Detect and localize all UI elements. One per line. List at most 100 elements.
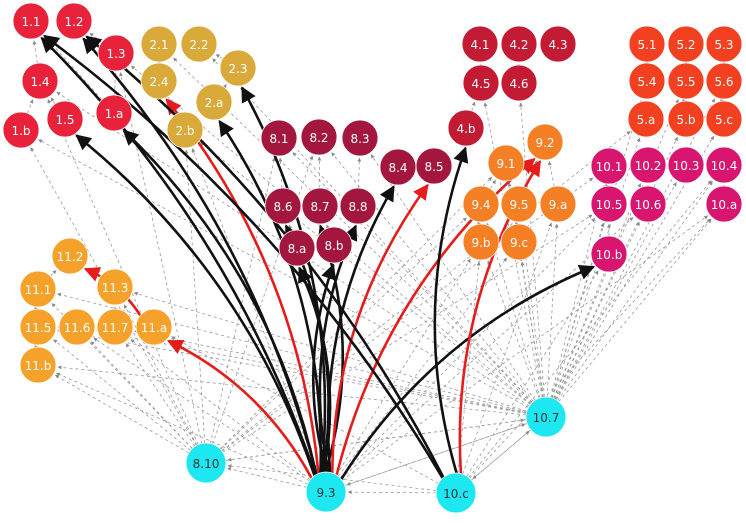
node-5-4[interactable]: 5.4 bbox=[628, 62, 666, 100]
node-5-c[interactable]: 5.c bbox=[705, 100, 743, 138]
edge-1-5-to-1-4 bbox=[50, 97, 56, 105]
node-5-a[interactable]: 5.a bbox=[627, 100, 665, 138]
node-1-1[interactable]: 1.1 bbox=[12, 2, 50, 40]
node-4-3[interactable]: 4.3 bbox=[539, 25, 577, 63]
node-9-4[interactable]: 9.4 bbox=[462, 185, 500, 223]
node-circle-11-1 bbox=[19, 270, 57, 308]
node-circle-10-b bbox=[590, 235, 628, 273]
node-8-10[interactable]: 8.10 bbox=[185, 442, 227, 484]
node-8-a[interactable]: 8.a bbox=[278, 229, 316, 267]
node-2-a[interactable]: 2.a bbox=[195, 83, 233, 121]
node-5-2[interactable]: 5.2 bbox=[667, 25, 705, 63]
node-circle-2-b bbox=[166, 111, 204, 149]
edge-10-7-to-5-6 bbox=[555, 98, 715, 400]
node-label-2-2: 2.2 bbox=[189, 38, 208, 52]
node-5-b[interactable]: 5.b bbox=[667, 100, 705, 138]
node-10-b[interactable]: 10.b bbox=[590, 235, 628, 273]
node-11-6[interactable]: 11.6 bbox=[58, 308, 96, 346]
node-4-5[interactable]: 4.5 bbox=[462, 64, 500, 102]
edge-8-10-to-10-5 bbox=[222, 214, 593, 453]
node-8-7[interactable]: 8.7 bbox=[301, 187, 339, 225]
node-4-1[interactable]: 4.1 bbox=[461, 25, 499, 63]
node-label-10-3: 10.3 bbox=[673, 159, 700, 173]
node-2-2[interactable]: 2.2 bbox=[180, 25, 218, 63]
node-5-6[interactable]: 5.6 bbox=[705, 62, 743, 100]
node-9-b[interactable]: 9.b bbox=[462, 223, 500, 261]
node-1-5[interactable]: 1.5 bbox=[46, 100, 84, 138]
node-11-b[interactable]: 11.b bbox=[19, 346, 57, 384]
node-9-2[interactable]: 9.2 bbox=[526, 123, 564, 161]
node-circle-10-3 bbox=[667, 146, 705, 184]
edge-9-3-to-9-b bbox=[336, 258, 471, 476]
node-8-3[interactable]: 8.3 bbox=[341, 119, 379, 157]
node-11-7[interactable]: 11.7 bbox=[96, 308, 134, 346]
edge-10-7-to-11-5 bbox=[57, 329, 527, 414]
node-1-2[interactable]: 1.2 bbox=[55, 2, 93, 40]
node-5-1[interactable]: 5.1 bbox=[628, 25, 666, 63]
node-8-b[interactable]: 8.b bbox=[315, 226, 353, 264]
node-2-3[interactable]: 2.3 bbox=[219, 49, 257, 87]
node-9-a[interactable]: 9.a bbox=[539, 185, 577, 223]
node-label-8-2: 8.2 bbox=[309, 131, 328, 145]
edge-1-a-to-1-1 bbox=[44, 35, 103, 100]
node-label-10-2: 10.2 bbox=[635, 159, 662, 173]
node-10-3[interactable]: 10.3 bbox=[667, 146, 705, 184]
edge-8-b-to-8-7 bbox=[326, 224, 330, 229]
node-10-a[interactable]: 10.a bbox=[705, 185, 743, 223]
edge-9-3-to-8-5 bbox=[330, 183, 429, 474]
node-10-6[interactable]: 10.6 bbox=[629, 185, 667, 223]
node-1-a[interactable]: 1.a bbox=[95, 94, 133, 132]
node-2-b[interactable]: 2.b bbox=[166, 111, 204, 149]
node-10-2[interactable]: 10.2 bbox=[629, 146, 667, 184]
node-1-4[interactable]: 1.4 bbox=[21, 62, 59, 100]
node-1-b[interactable]: 1.b bbox=[2, 111, 40, 149]
edge-10-c-to-10-7 bbox=[471, 430, 530, 481]
node-11-a[interactable]: 11.a bbox=[135, 308, 173, 346]
node-label-10-a: 10.a bbox=[711, 198, 737, 212]
edge-4-b-to-4-5 bbox=[471, 101, 476, 112]
node-2-4[interactable]: 2.4 bbox=[140, 62, 178, 100]
node-9-c[interactable]: 9.c bbox=[500, 223, 538, 261]
edge-8-10-to-10-1 bbox=[221, 177, 594, 452]
node-5-5[interactable]: 5.5 bbox=[667, 62, 705, 100]
node-4-6[interactable]: 4.6 bbox=[500, 64, 538, 102]
node-label-8-8: 8.8 bbox=[348, 200, 367, 214]
node-9-3[interactable]: 9.3 bbox=[305, 471, 347, 513]
node-label-10-c: 10.c bbox=[443, 487, 469, 501]
node-label-2-4: 2.4 bbox=[149, 75, 168, 89]
node-11-2[interactable]: 11.2 bbox=[51, 237, 89, 275]
edge-10-7-to-10-2 bbox=[553, 183, 641, 399]
node-10-c[interactable]: 10.c bbox=[435, 472, 477, 514]
node-8-2[interactable]: 8.2 bbox=[300, 118, 338, 156]
node-circle-2-3 bbox=[219, 49, 257, 87]
node-circle-1-1 bbox=[12, 2, 50, 40]
node-11-3[interactable]: 11.3 bbox=[96, 268, 134, 306]
node-10-4[interactable]: 10.4 bbox=[705, 146, 743, 184]
node-4-2[interactable]: 4.2 bbox=[500, 25, 538, 63]
secondary-edges bbox=[27, 32, 726, 495]
edge-8-10-to-9-4 bbox=[220, 217, 467, 450]
node-10-7[interactable]: 10.7 bbox=[525, 396, 567, 438]
node-5-3[interactable]: 5.3 bbox=[705, 25, 743, 63]
node-circle-4-6 bbox=[500, 64, 538, 102]
node-label-5-a: 5.a bbox=[637, 113, 656, 127]
node-8-5[interactable]: 8.5 bbox=[415, 147, 453, 185]
node-10-1[interactable]: 10.1 bbox=[590, 147, 628, 185]
node-10-5[interactable]: 10.5 bbox=[590, 185, 628, 223]
edge-10-c-to-10-4 bbox=[468, 180, 712, 478]
node-4-b[interactable]: 4.b bbox=[447, 109, 485, 147]
node-8-1[interactable]: 8.1 bbox=[260, 119, 298, 157]
node-label-5-5: 5.5 bbox=[676, 75, 695, 89]
node-8-6[interactable]: 8.6 bbox=[264, 187, 302, 225]
node-9-5[interactable]: 9.5 bbox=[500, 185, 538, 223]
edge-10-7-to-2-b bbox=[200, 142, 531, 405]
node-2-1[interactable]: 2.1 bbox=[140, 25, 178, 63]
node-8-8[interactable]: 8.8 bbox=[339, 187, 377, 225]
node-11-1[interactable]: 11.1 bbox=[19, 270, 57, 308]
edge-10-c-to-11-a bbox=[171, 336, 439, 484]
node-8-4[interactable]: 8.4 bbox=[379, 148, 417, 186]
node-9-1[interactable]: 9.1 bbox=[487, 144, 525, 182]
node-11-5[interactable]: 11.5 bbox=[19, 308, 57, 346]
node-1-3[interactable]: 1.3 bbox=[97, 34, 135, 72]
